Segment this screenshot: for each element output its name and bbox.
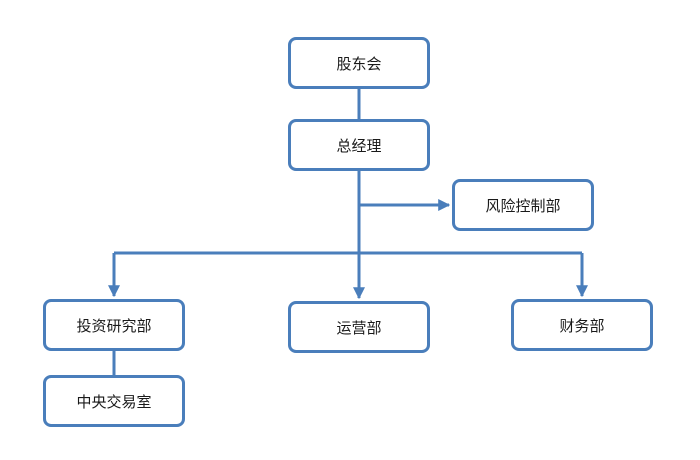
node-shareholders: 股东会 <box>288 37 430 89</box>
node-risk-control: 风险控制部 <box>452 179 594 231</box>
node-central-trading: 中央交易室 <box>43 375 185 427</box>
node-operations: 运营部 <box>288 301 430 353</box>
node-finance: 财务部 <box>511 299 653 351</box>
node-general-manager: 总经理 <box>288 119 430 171</box>
node-investment-research: 投资研究部 <box>43 299 185 351</box>
